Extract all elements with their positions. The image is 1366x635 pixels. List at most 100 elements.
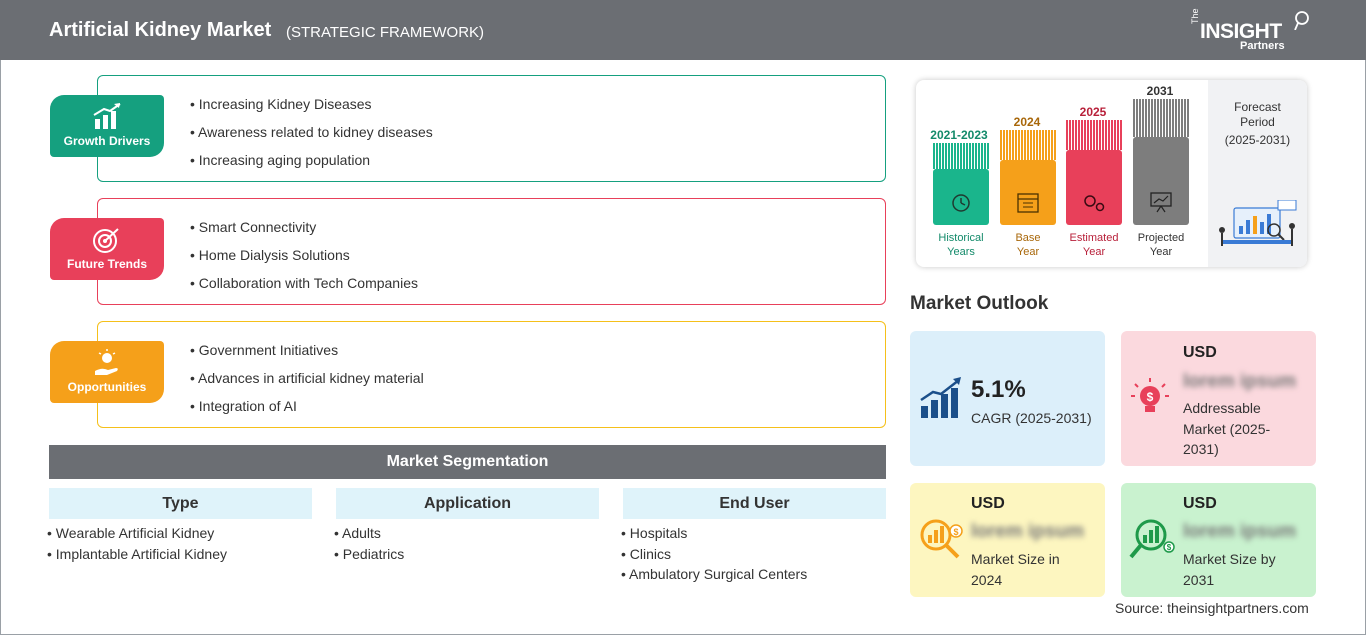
list-item: • Increasing Kidney Diseases xyxy=(190,96,372,112)
page-subtitle: (STRATEGIC FRAMEWORK) xyxy=(286,24,485,41)
desc-line: Market (2025- xyxy=(1183,420,1271,437)
list-item: • Adults xyxy=(334,525,381,541)
forecast-label: Period xyxy=(1240,115,1275,129)
list-item: • Implantable Artificial Kidney xyxy=(47,545,227,562)
idea-hand-icon xyxy=(95,349,118,375)
page-title: Artificial Kidney Market xyxy=(49,19,272,41)
market-size-2024-card: $ USD lorem ipsum Market Size in 2024 xyxy=(910,483,1105,597)
growth-bars-icon xyxy=(920,377,961,418)
list-item: • Integration of AI xyxy=(190,398,297,414)
desc-line: 2031 xyxy=(1183,571,1215,588)
growth-drivers-list: • Increasing Kidney Diseases • Awareness… xyxy=(190,96,433,180)
timeline-year-estimated: 2025 xyxy=(1079,105,1107,119)
list-item: • Collaboration with Tech Companies xyxy=(190,275,418,291)
cagr-value: 5.1% xyxy=(971,376,1026,403)
forecast-label: Forecast xyxy=(1234,100,1281,114)
list-item: • Government Initiatives xyxy=(190,342,339,358)
opportunities-box: • Government Initiatives • Advances in a… xyxy=(97,321,886,428)
desc-line: Market Size in xyxy=(971,551,1060,567)
caption-line: Historical xyxy=(938,232,984,244)
timeline-card: 2021-2023 Historical Years 2024 xyxy=(916,80,1307,267)
caption-line: Year xyxy=(1149,246,1173,258)
timeline-year-base: 2024 xyxy=(1013,115,1041,129)
caption-line: Years xyxy=(947,246,975,258)
target-icon xyxy=(93,228,119,253)
size-2031-desc: Market Size by 2031 xyxy=(1183,549,1276,590)
size-2024-desc: Market Size in 2024 xyxy=(971,549,1060,590)
list-item: • Clinics xyxy=(621,545,672,562)
segment-end-user-list: • Hospitals • Clinics • Ambulatory Surgi… xyxy=(621,525,807,587)
list-item: • Hospitals xyxy=(621,525,688,541)
size-2024-value: lorem ipsum xyxy=(971,521,1084,542)
header-bar: Artificial Kidney Market (STRATEGIC FRAM… xyxy=(0,0,1366,60)
segment-type-list: • Wearable Artificial Kidney • Implantab… xyxy=(47,525,227,566)
timeline-bar-base xyxy=(1000,130,1056,225)
segment-application-list: • Adults • Pediatrics xyxy=(334,525,404,566)
opportunities-label: Opportunities xyxy=(67,380,147,394)
future-trends-label: Future Trends xyxy=(66,257,147,271)
forecast-period-panel: Forecast Period (2025-2031) xyxy=(1208,80,1307,267)
desc-line: Addressable xyxy=(1183,400,1261,416)
opportunities-badge: Opportunities xyxy=(50,341,164,403)
segment-type-heading: Type xyxy=(49,488,312,519)
presentation-icon xyxy=(1150,192,1172,213)
svg-text:$: $ xyxy=(953,527,958,537)
caption-line: Projected xyxy=(1137,232,1185,244)
timeline-year-projected: 2031 xyxy=(1146,84,1174,98)
addressable-market-card: $ USD lorem ipsum Addressable Market (20… xyxy=(1121,331,1316,466)
svg-text:$: $ xyxy=(1167,543,1172,552)
logo-the: The xyxy=(1190,8,1200,24)
list-item: • Increasing aging population xyxy=(190,152,371,168)
timeline-bar-historical xyxy=(933,143,989,225)
market-size-2031-card: $ USD lorem ipsum Market Size by 2031 xyxy=(1121,483,1316,597)
timeline-bar-estimated xyxy=(1066,120,1122,225)
future-trends-box: • Smart Connectivity • Home Dialysis Sol… xyxy=(97,198,886,305)
insight-partners-logo[interactable]: The INSIGHT Partners xyxy=(1190,8,1310,54)
caption-line: Year xyxy=(1082,246,1106,258)
size-2024-usd: USD xyxy=(971,495,1005,512)
market-outlook-title: Market Outlook xyxy=(910,293,1049,314)
opportunities-list: • Government Initiatives • Advances in a… xyxy=(190,342,424,426)
list-item: • Awareness related to kidney diseases xyxy=(190,124,433,140)
market-segmentation-title: Market Segmentation xyxy=(49,445,886,479)
lightbulb-dollar-icon: $ xyxy=(1131,378,1169,412)
desc-line: Market Size by xyxy=(1183,551,1276,567)
logo-bulb-icon xyxy=(1294,11,1309,30)
growth-drivers-box: • Increasing Kidney Diseases • Awareness… xyxy=(97,75,886,182)
timeline-caption-projected: Projected Year xyxy=(1121,231,1201,259)
gears-icon xyxy=(1084,195,1105,212)
caption-line: Base xyxy=(1015,232,1041,244)
timeline-caption-base: Base Year xyxy=(988,231,1068,259)
calendar-icon xyxy=(1017,193,1039,213)
timeline-caption-historical: Historical Years xyxy=(921,231,1001,259)
addressable-usd: USD xyxy=(1183,344,1217,361)
svg-text:$: $ xyxy=(1147,390,1154,404)
timeline-year-historical: 2021-2023 xyxy=(930,128,988,142)
list-item: • Pediatrics xyxy=(334,545,405,562)
history-icon xyxy=(952,194,970,212)
growth-chart-icon xyxy=(93,103,121,129)
magnifier-chart-icon: $ xyxy=(920,519,963,559)
cagr-card: 5.1% CAGR (2025-2031) xyxy=(910,331,1105,466)
list-item: • Ambulatory Surgical Centers xyxy=(621,566,808,582)
list-item: • Home Dialysis Solutions xyxy=(190,247,350,263)
addressable-value: lorem ipsum xyxy=(1183,371,1296,392)
size-2031-usd: USD xyxy=(1183,495,1217,512)
forecast-range: (2025-2031) xyxy=(1224,133,1291,147)
source-credit: Source: theinsightpartners.com xyxy=(1115,600,1309,616)
analytics-dashboard-icon xyxy=(1219,200,1297,246)
future-trends-list: • Smart Connectivity • Home Dialysis Sol… xyxy=(190,219,418,303)
future-trends-badge: Future Trends xyxy=(50,218,164,280)
timeline-caption-estimated: Estimated Year xyxy=(1054,231,1134,259)
size-2031-value: lorem ipsum xyxy=(1183,521,1296,542)
magnifier-growth-icon: $ xyxy=(1129,519,1175,559)
caption-line: Year xyxy=(1016,246,1040,258)
list-item: • Smart Connectivity xyxy=(190,219,317,235)
caption-line: Estimated xyxy=(1069,232,1119,244)
desc-line: 2031) xyxy=(1183,441,1219,457)
desc-line: 2024 xyxy=(971,571,1003,588)
logo-partners: Partners xyxy=(1240,40,1285,52)
segment-end-user-heading: End User xyxy=(623,488,886,519)
timeline-bar-projected xyxy=(1133,99,1189,225)
list-item: • Wearable Artificial Kidney xyxy=(47,525,215,541)
